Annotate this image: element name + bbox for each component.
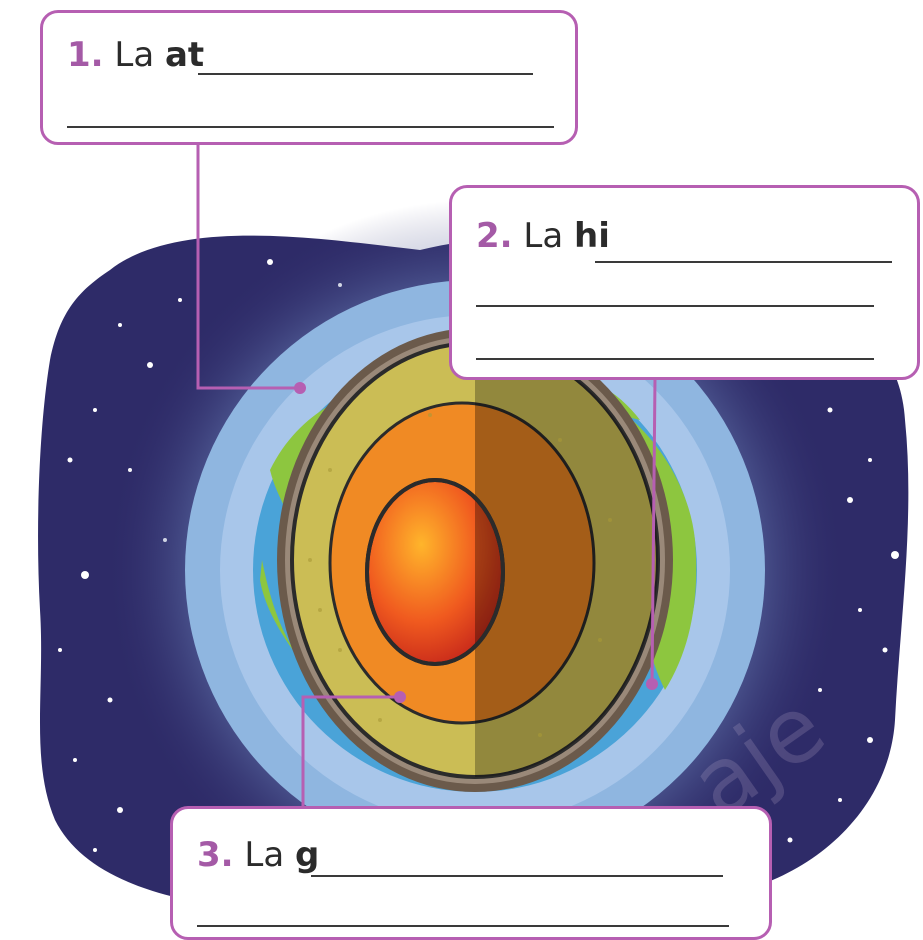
- shaded-half: [475, 343, 658, 777]
- label-3-stem: g: [294, 835, 320, 875]
- label-1-prefix: La: [114, 35, 155, 75]
- label-1-text: 1. La at: [67, 35, 204, 75]
- leader-lines: [196, 140, 657, 808]
- label-1-number: 1.: [67, 35, 104, 75]
- label-3-prefix: La: [244, 835, 285, 875]
- label-box-2: 2. La hi: [449, 185, 920, 380]
- label-1-blank[interactable]: [67, 126, 554, 128]
- label-3-blank[interactable]: [311, 875, 723, 877]
- label-2-blank[interactable]: [476, 305, 874, 307]
- label-1-blank[interactable]: [198, 73, 533, 75]
- leader-line-1: [196, 140, 300, 390]
- leader-dot-2: [646, 678, 658, 690]
- label-2-stem: hi: [573, 216, 610, 256]
- leader-dot-3: [394, 691, 406, 703]
- label-2-blank[interactable]: [595, 261, 892, 263]
- leader-line-2: [650, 377, 657, 685]
- leader-line-3: [301, 695, 400, 808]
- leader-dots: [294, 382, 658, 703]
- leader-dot-1: [294, 382, 306, 394]
- label-2-prefix: La: [523, 216, 564, 256]
- label-2-number: 2.: [476, 216, 513, 256]
- label-3-text: 3. La g: [197, 835, 319, 875]
- inner-core-outline: [365, 478, 505, 666]
- label-box-1: 1. La at: [40, 10, 578, 145]
- label-2-text: 2. La hi: [476, 216, 610, 256]
- label-3-blank[interactable]: [197, 925, 729, 927]
- label-box-3: 3. La g: [170, 806, 772, 940]
- mantle-texture: [308, 413, 612, 737]
- label-3-number: 3.: [197, 835, 234, 875]
- label-1-stem: at: [164, 35, 205, 75]
- label-2-blank[interactable]: [476, 358, 874, 360]
